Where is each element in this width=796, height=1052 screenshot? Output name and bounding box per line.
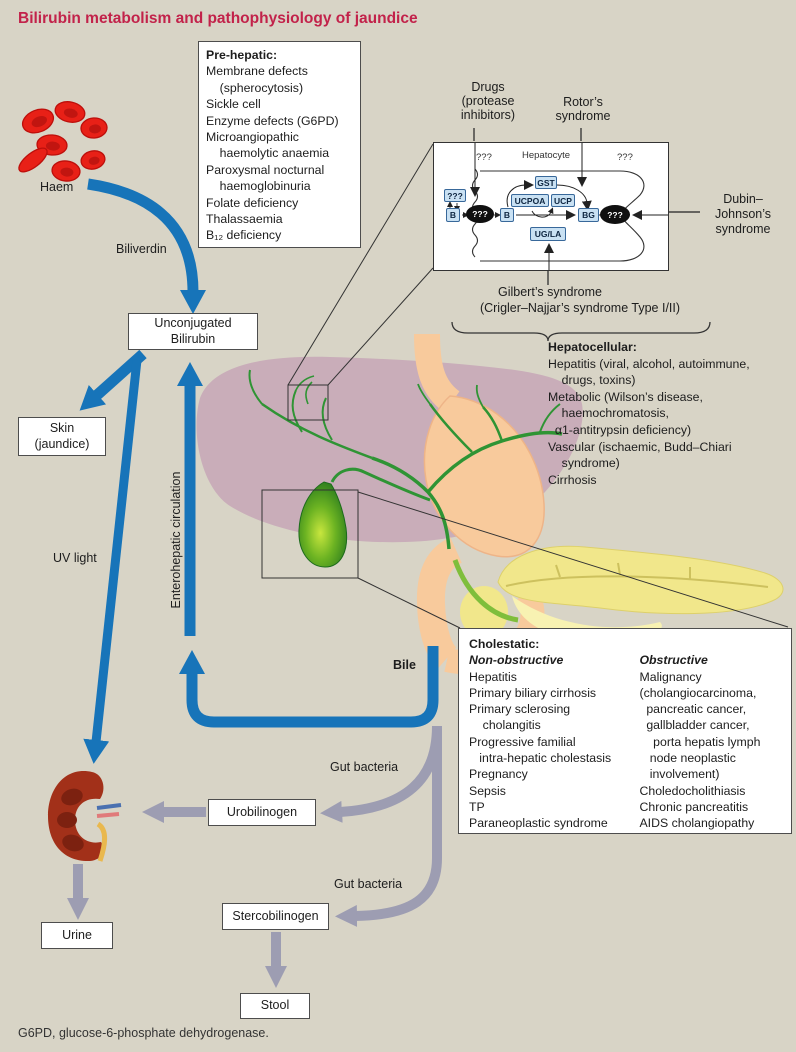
enterohepatic-label: Enterohepatic circulation [169,471,183,609]
transporter-unknown-chip: ??? [444,189,466,202]
urobilinogen-box: Urobilinogen [208,799,316,826]
bilirubin-chip-outside: B [446,208,460,222]
uptake-transporter-oval: ??? [466,205,494,223]
brace [451,321,711,342]
skin-jaundice-box: Skin(jaundice) [18,417,106,456]
ucpoa-chip: UCPOA [511,194,549,207]
bile-label: Bile [393,658,416,672]
cholestatic-obstructive-column: Obstructive Malignancy(cholangiocarcinom… [639,652,781,831]
pancreas-head [460,586,508,638]
blue-flow-arrows [79,178,439,764]
red-blood-cells [18,101,108,182]
prehepatic-panel: Pre-hepatic: Membrane defects (spherocyt… [198,41,361,248]
prehepatic-title: Pre-hepatic: [206,48,278,62]
page-title: Bilirubin metabolism and pathophysiology… [18,10,418,27]
urine-box: Urine [41,922,113,949]
ugla-chip: UG/LA [530,227,566,241]
obstructive-header: Obstructive [639,653,708,668]
gallbladder-illustration [298,481,348,568]
gut-bacteria-label-1: Gut bacteria [330,760,399,774]
biliary-tree [248,369,563,550]
bilirubin-chip-inside: B [500,208,514,222]
question-right-label: ??? [617,152,633,163]
grey-flow-arrows [67,725,442,988]
crigler-label: (Crigler–Najjar’s syndrome Type I/II) [479,301,681,315]
stercobilinogen-box: Stercobilinogen [222,903,329,930]
gst-chip: GST [535,176,557,189]
nonobstructive-header: Non-obstructive [469,653,564,668]
export-transporter-oval: ??? [600,205,630,224]
kidney-illustration [48,771,122,862]
uv-light-label: UV light [53,551,97,565]
hepatocyte-inset: Hepatocyte ??? ??? ??? B ??? B GST UCPOA… [433,142,669,271]
biliverdin-label: Biliverdin [116,242,167,256]
gilbert-label: Gilbert’s syndrome [498,285,602,299]
prehepatic-lines: Membrane defects (spherocytosis)Sickle c… [206,64,339,243]
stool-box: Stool [240,993,310,1019]
haem-label: Haem [40,180,74,194]
hepatocyte-label: Hepatocyte [522,150,571,161]
label-connectors [473,128,700,285]
question-left-label: ??? [476,152,492,163]
gut-bacteria-label-2: Gut bacteria [334,877,403,891]
hepatocellular-title: Hepatocellular: [548,340,637,354]
hepatocellular-lines: Hepatitis (viral, alcohol, autoimmune, d… [548,356,750,487]
obstructive-lines: Malignancy(cholangiocarcinoma, pancreati… [639,669,761,831]
footnote: G6PD, glucose-6-phosphate dehydrogenase. [18,1026,269,1040]
bg-chip: BG [578,208,599,222]
hepatocellular-block: Hepatocellular: Hepatitis (viral, alcoho… [548,339,794,488]
bile-duct [452,559,519,623]
callout-lines [261,143,789,629]
cholestatic-title: Cholestatic: [469,637,540,651]
ucp-chip: UCP [551,194,575,207]
